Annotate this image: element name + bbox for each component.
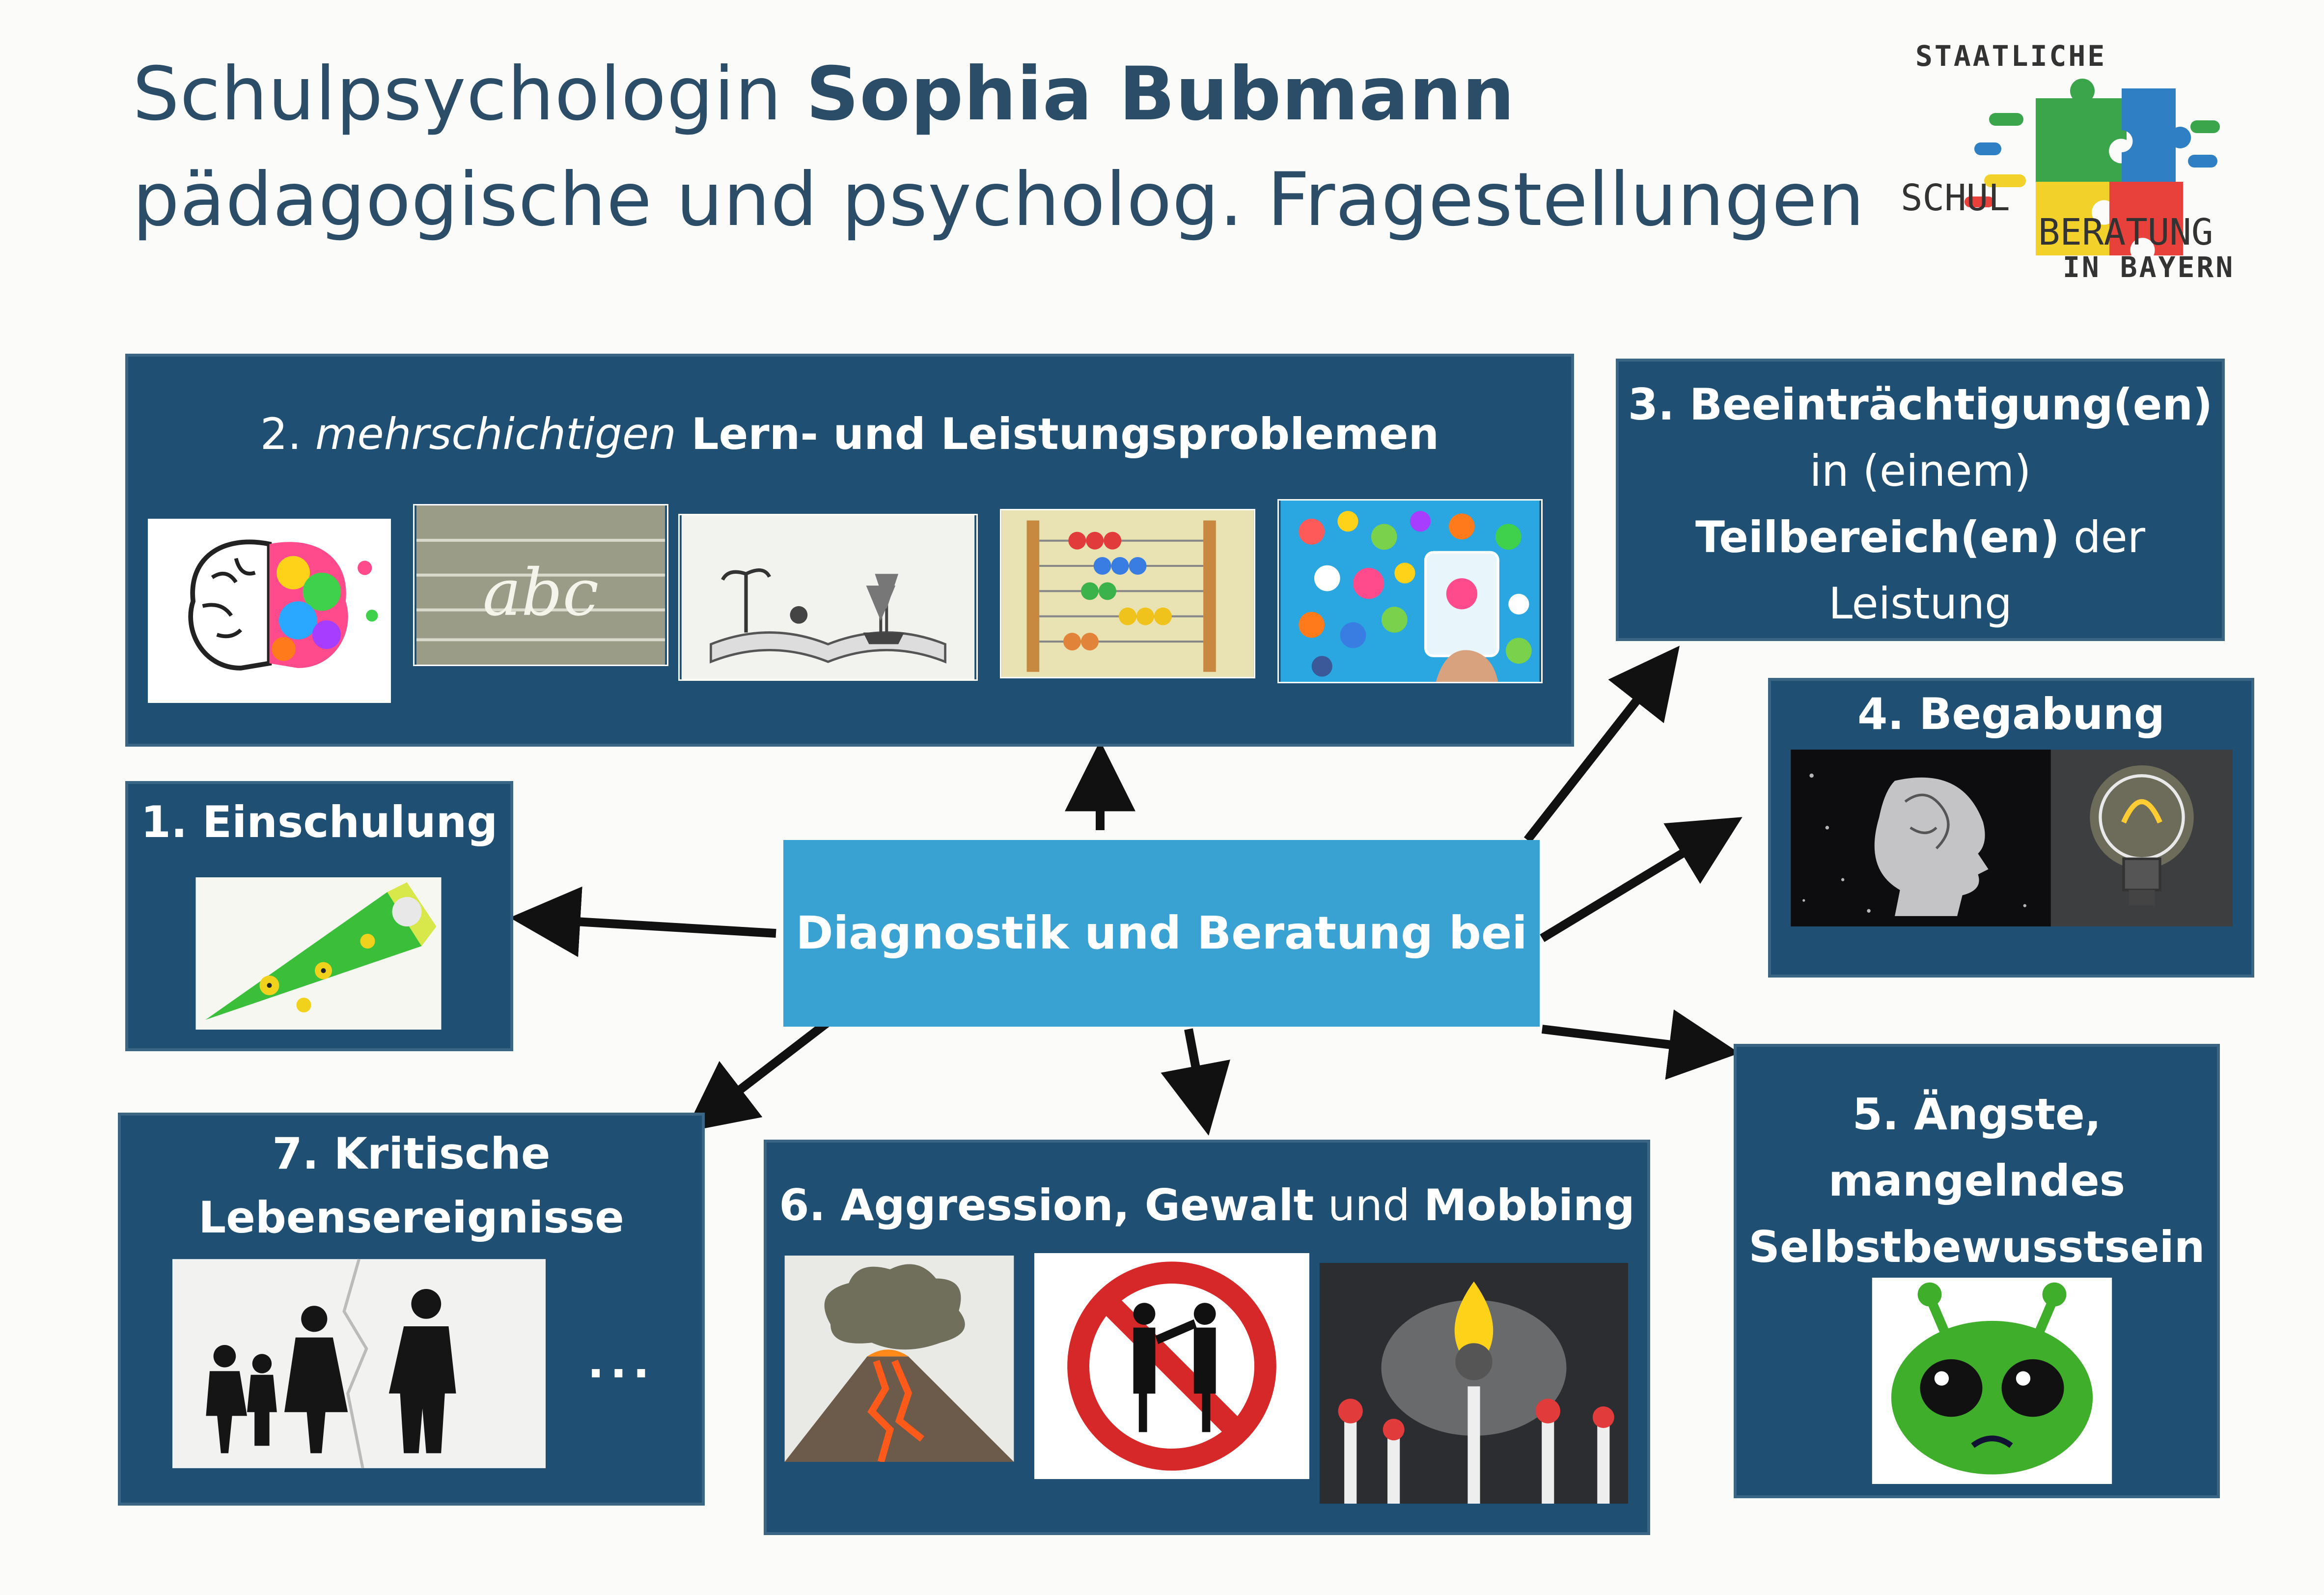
- box3-line2: in (einem): [1809, 446, 2031, 496]
- light-bulb-icon: [2051, 750, 2233, 926]
- arrow-to-box4: [1540, 817, 1743, 942]
- logo-top-text: STAATLICHE: [1915, 39, 2107, 73]
- schulberatung-logo: STAATLICHE SCHUL BERATUNG IN BAYERN: [1901, 34, 2269, 290]
- box5-line1: 5. Ängste,: [1852, 1089, 2102, 1140]
- box4-heading: 4. Begabung: [1857, 689, 2165, 739]
- head-profile-icon: [1791, 750, 2051, 926]
- abacus-icon: [1000, 509, 1255, 678]
- box5-line3: Selbstbewusstsein: [1748, 1222, 2205, 1272]
- box-aggression: 6. Aggression, Gewalt und Mobbing: [764, 1140, 1650, 1535]
- tablet-apps-icon: [1277, 499, 1543, 683]
- storybook-icon: [678, 514, 978, 681]
- box-learning-problems: 2. mehrschichtigen Lern- und Leistungspr…: [125, 354, 1574, 747]
- school-cone-icon: [194, 877, 443, 1030]
- logo-left-text: SCHUL: [1901, 177, 2010, 219]
- box2-heading: 2. mehrschichtigen Lern- und Leistungspr…: [260, 409, 1439, 459]
- box7-line1: 7. Kritische: [272, 1128, 551, 1179]
- box3-line1: 3. Beeinträchtigung(en): [1628, 379, 2213, 430]
- box1-heading: 1. Einschulung: [140, 797, 498, 847]
- box-critical-life-events: 7. Kritische Lebensereignisse ...: [118, 1113, 705, 1506]
- title-prefix: Schulpsychologin: [133, 52, 806, 137]
- sad-alien-icon: [1872, 1278, 2112, 1484]
- box-anxiety: 5. Ängste, mangelndes Selbstbewusstsein: [1734, 1044, 2220, 1498]
- ellipsis-text: ...: [587, 1337, 656, 1388]
- svg-text:abc: abc: [483, 556, 599, 631]
- volcano-icon: [784, 1256, 1015, 1462]
- box6-heading: 6. Aggression, Gewalt und Mobbing: [779, 1180, 1635, 1231]
- center-node: Diagnostik und Beratung bei: [783, 840, 1540, 1027]
- box5-line2: mangelndes: [1828, 1155, 2126, 1206]
- puzzle-logo-icon: [1964, 79, 2220, 255]
- matches-icon: [1319, 1263, 1629, 1504]
- abc-blackboard-icon: abc: [413, 504, 668, 666]
- brain-icon: [148, 519, 391, 703]
- box7-line2: Lebensereignisse: [198, 1192, 624, 1243]
- family-silhouette-icon: [172, 1258, 546, 1469]
- no-violence-icon: [1034, 1253, 1309, 1479]
- arrow-to-box1: [509, 886, 776, 957]
- box3-line4: Leistung: [1828, 578, 2012, 629]
- box3-line3: Teilbereich(en) der: [1695, 512, 2145, 562]
- page-title: Schulpsychologin Sophia Bubmann pädagogi…: [133, 42, 1865, 253]
- page-subtitle: pädagogische und psycholog. Fragestellun…: [133, 157, 1865, 243]
- arrow-to-box5: [1541, 1009, 1740, 1080]
- logo-right-text: BERATUNG: [2038, 211, 2213, 253]
- logo-bottom-text: IN BAYERN: [2063, 251, 2235, 284]
- box-giftedness: 4. Begabung: [1768, 678, 2254, 978]
- arrow-to-box6: [1161, 1028, 1230, 1136]
- center-label: Diagnostik und Beratung bei: [796, 907, 1527, 959]
- box-school-enrollment: 1. Einschulung: [125, 781, 513, 1051]
- psychologist-name: Sophia Bubmann: [806, 52, 1515, 137]
- arrow-to-box7: [685, 1013, 838, 1132]
- box-partial-impairment: 3. Beeinträchtigung(en) in (einem) Teilb…: [1616, 359, 2225, 641]
